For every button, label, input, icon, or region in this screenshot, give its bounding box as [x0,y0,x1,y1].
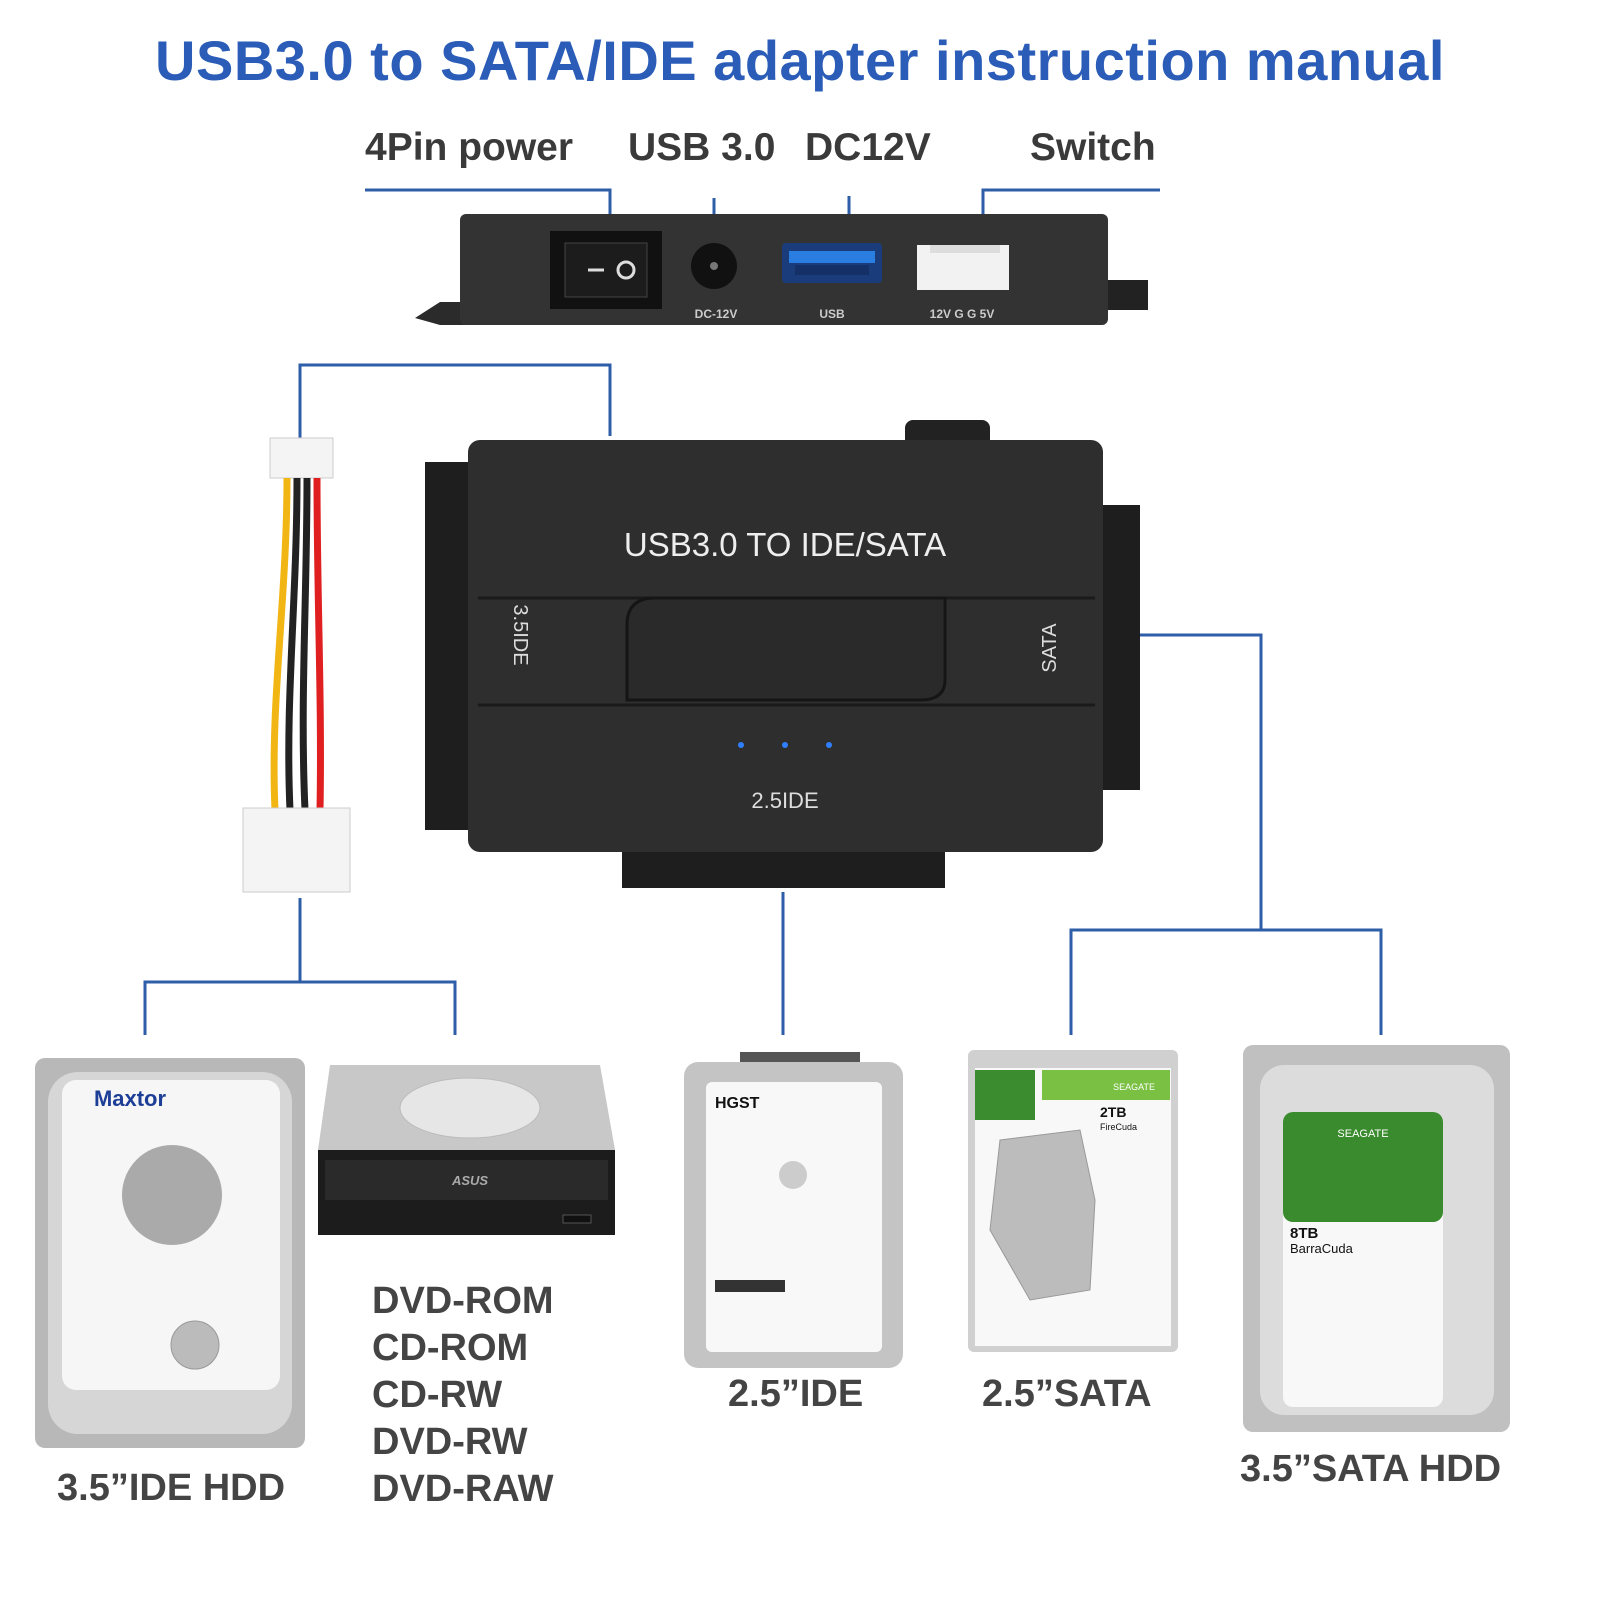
optical-drive-list: DVD-ROM CD-ROM CD-RW DVD-RW DVD-RAW [372,1278,554,1513]
usb-marking: USB [819,307,845,321]
4pin-power-port[interactable]: 12V G G 5V [917,245,1009,321]
drive-2-5-sata: SEAGATE 2TB FireCuda [968,1050,1178,1352]
adapter-name: USB3.0 TO IDE/SATA [624,526,946,563]
label-usb30: USB 3.0 [628,126,776,169]
drive-3-5-sata: SEAGATE 8TB BarraCuda [1243,1045,1510,1432]
optical-type: DVD-RAW [372,1468,554,1510]
port-panel: DC-12V USB 12V G G 5V [415,214,1148,325]
drive-3-5-ide-hdd: Maxtor [35,1058,305,1448]
label-dc12v: DC12V [805,126,931,169]
capacity-text: 8TB [1290,1225,1319,1242]
seagate-logo: SEAGATE [1337,1128,1388,1140]
hgst-logo: HGST [715,1095,760,1112]
page-title: USB3.0 to SATA/IDE adapter instruction m… [155,29,1445,92]
label-4pin-power: 4Pin power [365,126,574,169]
drive-2-5-ide: HGST [684,1052,903,1368]
optical-type: CD-RW [372,1374,503,1416]
led-indicator [826,742,832,748]
port-2-5ide-label: 2.5IDE [751,788,818,813]
label-3-5-sata-hdd: 3.5”SATA HDD [1240,1448,1502,1490]
led-indicator [738,742,744,748]
label-2-5-sata: 2.5”SATA [982,1373,1152,1415]
model-text: FireCuda [1100,1122,1137,1132]
optical-type: CD-ROM [372,1327,529,1369]
usb-port[interactable]: USB [782,243,882,321]
power-switch[interactable] [550,231,662,309]
port-3-5ide-label: 3.5IDE [509,604,531,665]
power-marking: 12V G G 5V [930,307,995,321]
dc-jack: DC-12V [691,243,737,321]
led-indicator [782,742,788,748]
optical-type: DVD-RW [372,1421,528,1463]
port-sata-label: SATA [1039,623,1061,673]
adapter-body: USB3.0 TO IDE/SATA 3.5IDE SATA 2.5IDE [425,420,1140,888]
optical-type: DVD-ROM [372,1280,554,1322]
seagate-logo: SEAGATE [1113,1082,1155,1092]
molex-power-cable [242,437,351,893]
label-3-5-ide-hdd: 3.5”IDE HDD [57,1467,286,1509]
dc-marking: DC-12V [695,307,738,321]
asus-logo: ASUS [451,1173,488,1188]
capacity-text: 2TB [1100,1104,1126,1120]
label-switch: Switch [1030,126,1156,169]
maxtor-logo: Maxtor [94,1086,167,1111]
dvd-drive: ASUS [318,1065,615,1235]
model-text: BarraCuda [1290,1241,1354,1256]
label-2-5-ide: 2.5”IDE [728,1373,864,1415]
